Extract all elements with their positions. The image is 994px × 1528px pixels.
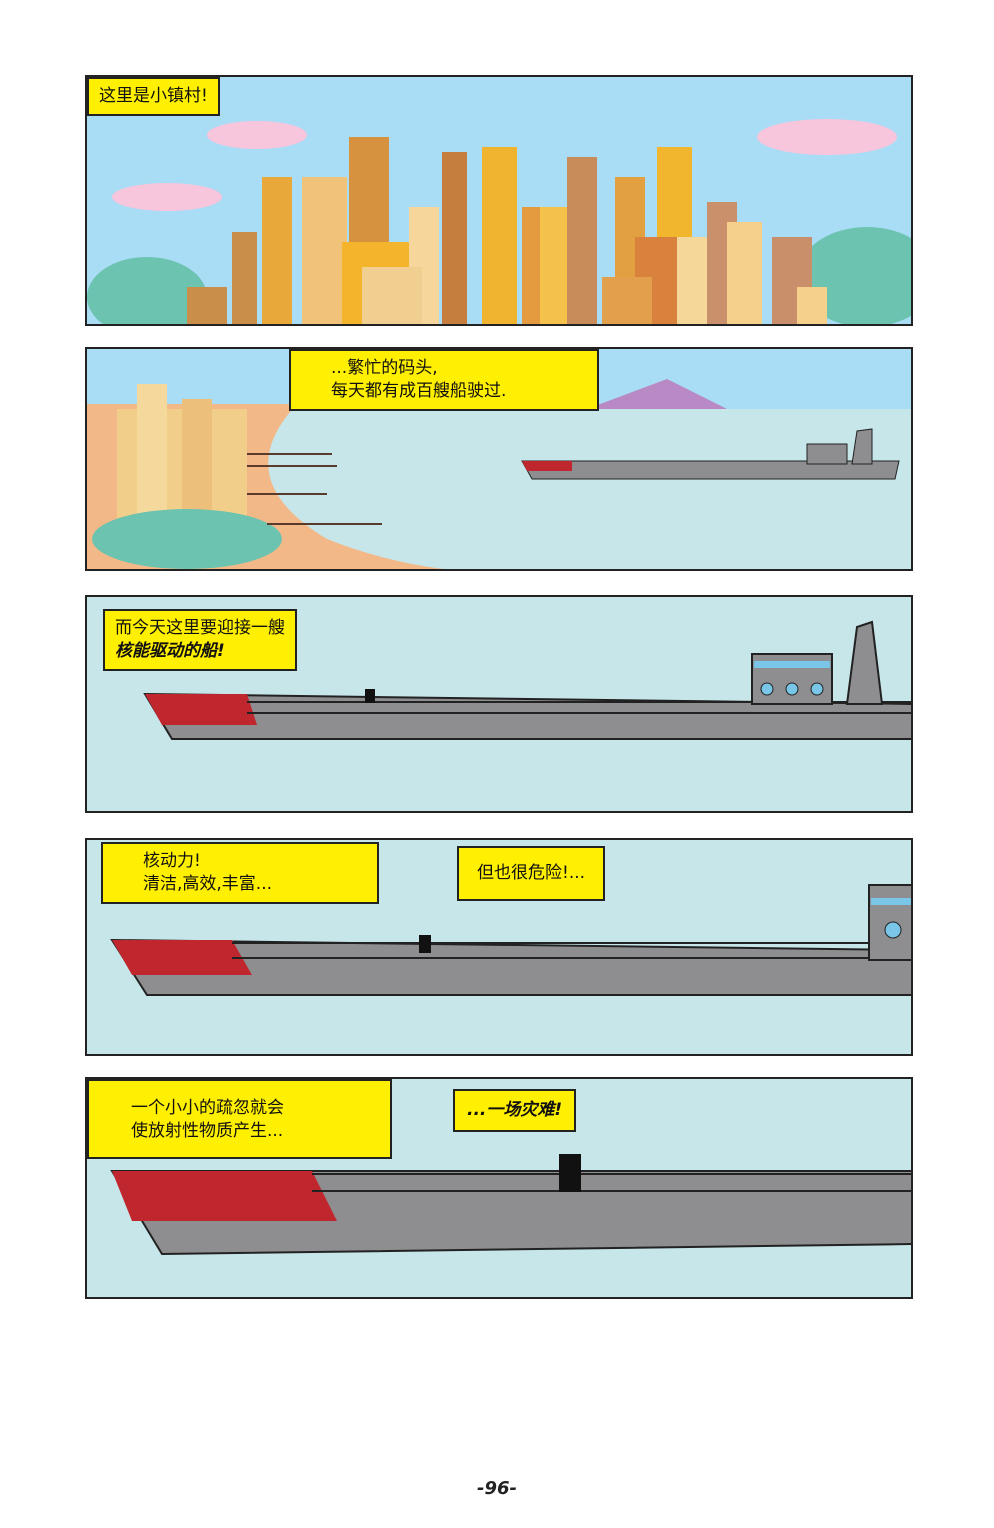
caption-text: 清洁,高效,丰富... — [143, 874, 273, 894]
caption-text: ...一场灾难! — [467, 1100, 563, 1120]
caption-text: 每天都有成百艘船驶过. — [331, 381, 507, 401]
caption-text: ...繁忙的码头, — [331, 358, 438, 378]
panel-nuclear-power: 核动力! 清洁,高效,丰富... 但也很危险!... — [85, 838, 913, 1056]
running-figure — [365, 689, 375, 703]
running-figure — [559, 1154, 581, 1192]
panel-disaster: 一个小小的疏忽就会 使放射性物质产生... ...一场灾难! — [85, 1077, 913, 1299]
caption-box: 核动力! 清洁,高效,丰富... — [101, 842, 379, 904]
caption-box: 一个小小的疏忽就会 使放射性物质产生... — [87, 1079, 392, 1159]
caption-box: ...一场灾难! — [453, 1089, 577, 1132]
caption-text: 核能驱动的船! — [115, 641, 225, 661]
caption-box: 这里是小镇村! — [87, 77, 220, 116]
caption-text: 使放射性物质产生... — [131, 1121, 284, 1141]
caption-text: 但也很危险!... — [477, 863, 586, 883]
nuclear-ship-illustration — [143, 620, 911, 740]
caption-box: 而今天这里要迎接一艘 核能驱动的船! — [103, 609, 297, 671]
panel-city-skyline: 这里是小镇村! — [85, 75, 913, 326]
panel-harbor: ...繁忙的码头, 每天都有成百艘船驶过. — [85, 347, 913, 571]
caption-box: ...繁忙的码头, 每天都有成百艘船驶过. — [289, 349, 599, 411]
city-skyline-illustration — [87, 119, 911, 324]
running-figure — [419, 935, 431, 953]
ship-deck-illustration — [110, 884, 911, 996]
caption-text: 而今天这里要迎接一艘 — [115, 618, 285, 638]
caption-text: 核动力! — [143, 851, 201, 871]
ship-deck-closeup-illustration — [110, 1154, 911, 1256]
page-number: -96- — [477, 1478, 517, 1499]
harbor-illustration — [87, 349, 911, 569]
caption-text: 这里是小镇村! — [99, 86, 208, 106]
panel-nuclear-ship: 而今天这里要迎接一艘 核能驱动的船! — [85, 595, 913, 813]
caption-box: 但也很危险!... — [457, 846, 606, 901]
caption-text: 一个小小的疏忽就会 — [131, 1098, 284, 1118]
